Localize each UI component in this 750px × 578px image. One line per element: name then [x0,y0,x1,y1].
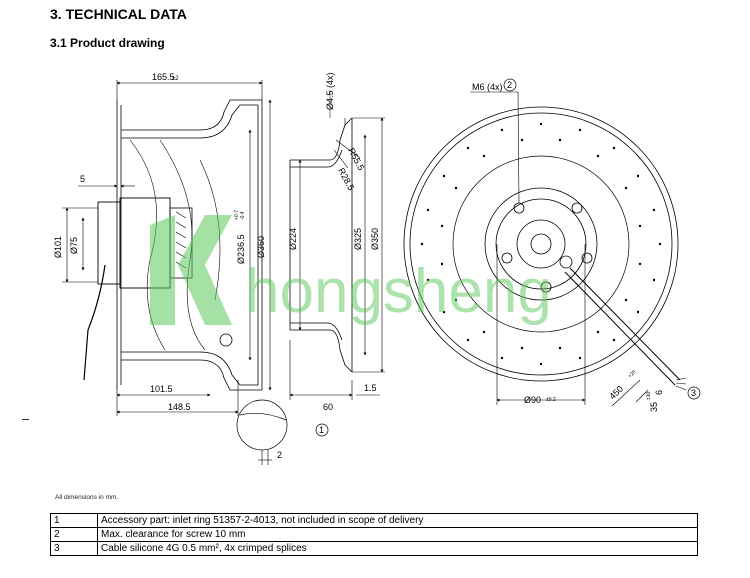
dim-325: Ø325 [353,228,363,250]
section-title: 3. TECHNICAL DATA [50,6,187,22]
dim-m6: M6 (4x) [472,82,503,92]
dim-75: Ø75 [69,237,79,254]
dim-2: 2 [277,450,282,460]
dim-5: 5 [80,174,85,184]
dimensions-note: All dimensions in mm. [55,494,119,501]
callout-3-circle [687,386,701,400]
callout-1: 1 [319,425,324,435]
note-number: 3 [50,541,98,556]
dim-101: Ø101 [53,236,63,258]
watermark-logo [150,215,232,325]
dim-6: 6 [654,390,664,395]
dim-224: Ø224 [288,228,298,250]
callout-3: 3 [691,388,696,398]
watermark-text: hongsheng [245,257,552,326]
note-text: Cable silicone 4G 0.5 mm², 4x crimped sp… [97,541,698,556]
note-text: Accessory part: inlet ring 51357-2-4013,… [97,513,698,528]
dim-450: 450 [607,384,625,402]
dim-236-5-tol-upper: +0.7 [234,210,240,220]
dim-35: 35 [649,402,659,412]
dim-35-tol: ±10 [646,391,652,400]
dim-4-5: Ø4.5 (4x) [325,72,335,110]
callout-1-circle [315,423,329,437]
table-row: 3 Cable silicone 4G 0.5 mm², 4x crimped … [50,541,698,556]
dim-60: 60 [323,402,333,412]
dim-90: Ø90 [524,395,541,405]
dim-236-5-tol-lower: -0.4 [240,211,246,220]
dim-148-5: 148.5 [168,402,191,412]
dim-165-5-tol: ±2 [172,76,179,82]
dim-350: Ø350 [370,228,380,250]
callout-2: 2 [507,80,512,90]
dim-165-5: 165.5 [152,72,175,82]
dim-r55-5: R55.5 [346,146,366,172]
section-view [289,90,353,373]
front-view-holes [420,122,662,366]
notes-table: 1 Accessory part: inlet ring 51357-2-401… [50,513,698,556]
table-row: 2 Max. clearance for screw 10 mm [50,527,698,542]
callout-2-circle [503,78,517,92]
dim-450-tol: +20 [627,369,637,379]
front-view [403,106,687,391]
subsection-title: 3.1 Product drawing [50,36,165,50]
dim-101-5: 101.5 [150,384,173,394]
dim-360: Ø360 [256,236,266,258]
dim-90-tol: ±0.2 [546,397,556,403]
dim-1-5: 1.5 [364,383,377,393]
note-text: Max. clearance for screw 10 mm [97,527,698,542]
note-number: 1 [50,513,98,528]
dim-236-5: Ø236.5 [236,234,246,264]
dim-r28-5: R28.5 [336,166,356,192]
note-number: 2 [50,527,98,542]
margin-dash [22,419,29,420]
table-row: 1 Accessory part: inlet ring 51357-2-401… [50,513,698,528]
product-drawing: 165.5 ±2 5 Ø101 Ø75 Ø236.5 +0.7 -0.4 Ø36… [53,72,701,465]
